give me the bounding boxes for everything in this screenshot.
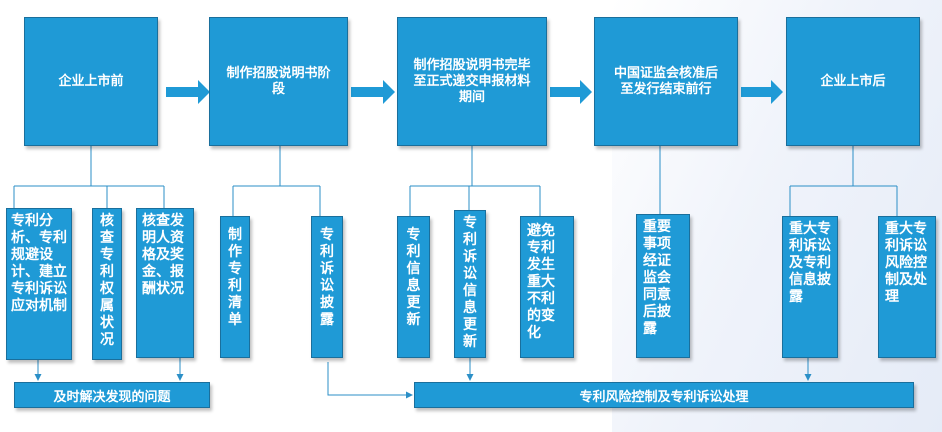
bottom-bar-resolve-issues: 及时解决发现的问题 bbox=[14, 382, 210, 408]
task-box-patent-list: 制作专利清单 bbox=[220, 216, 250, 358]
task-box-litigation-info-update: 专利诉讼信息更新 bbox=[454, 210, 486, 358]
task-box-major-litigation-disclosure: 重大专利诉讼及专利信息披露 bbox=[782, 216, 838, 358]
stage-arrow-2 bbox=[351, 80, 395, 104]
stage-label: 企业上市前 bbox=[58, 73, 124, 89]
task-label: 重大专利诉讼风险控制及处理 bbox=[885, 221, 927, 305]
task-label: 重要事项经证监会同意后披露 bbox=[643, 219, 671, 337]
task-box-litigation-risk-control: 重大专利诉讼风险控制及处理 bbox=[878, 216, 936, 358]
task-box-csrc-approval-disclosure: 重要事项经证监会同意后披露 bbox=[636, 214, 690, 358]
tree-connectors bbox=[13, 146, 898, 216]
task-label: 核查专利权属状况 bbox=[100, 213, 114, 348]
stage-arrow-3 bbox=[550, 80, 592, 104]
task-label: 制作专利清单 bbox=[228, 227, 242, 328]
task-box-avoid-adverse-change: 避免专利发生重大不利的变化 bbox=[520, 216, 574, 358]
task-box-ownership-check: 核查专利权属状况 bbox=[92, 208, 122, 360]
task-label: 避免专利发生重大不利的变化 bbox=[527, 223, 555, 341]
bottom-label: 专利风险控制及专利诉讼处理 bbox=[579, 389, 749, 405]
task-box-inventor-check: 核查发明人资格及奖金、报酬状况 bbox=[136, 208, 194, 358]
stage-box-filing-period: 制作招股说明书完毕至正式递交申报材料期间 bbox=[397, 17, 547, 146]
task-box-litigation-disclosure: 专利诉讼披露 bbox=[311, 216, 343, 358]
task-box-patent-analysis: 专利分析、专利规避设计、建立专利诉讼应对机制 bbox=[6, 208, 72, 360]
stage-box-approval-period: 中国证监会核准后至发行结束前行 bbox=[594, 17, 738, 146]
bottom-label: 及时解决发现的问题 bbox=[53, 389, 171, 405]
task-label: 专利诉讼披露 bbox=[320, 227, 334, 328]
task-label: 专利分析、专利规避设计、建立专利诉讼应对机制 bbox=[11, 213, 67, 314]
stage-label: 企业上市后 bbox=[820, 73, 886, 89]
bottom-bar-risk-control: 专利风险控制及专利诉讼处理 bbox=[414, 382, 914, 408]
task-label: 专利信息更新 bbox=[406, 227, 421, 328]
task-box-patent-info-update: 专利信息更新 bbox=[397, 216, 430, 358]
stage-label: 中国证监会核准后至发行结束前行 bbox=[613, 65, 718, 97]
stage-box-post-ipo: 企业上市后 bbox=[786, 17, 920, 146]
stage-arrow-4 bbox=[741, 80, 783, 104]
stage-box-pre-ipo: 企业上市前 bbox=[24, 17, 158, 146]
task-label: 重大专利诉讼及专利信息披露 bbox=[789, 221, 831, 305]
task-label: 核查发明人资格及奖金、报酬状况 bbox=[142, 213, 184, 297]
stage-box-prospectus: 制作招股说明书阶段 bbox=[209, 17, 348, 146]
task-label: 专利诉讼信息更新 bbox=[463, 215, 477, 350]
stage-label: 制作招股说明书完毕至正式递交申报材料期间 bbox=[413, 57, 531, 105]
stage-label: 制作招股说明书阶段 bbox=[226, 65, 331, 97]
stage-arrow-1 bbox=[166, 80, 210, 104]
